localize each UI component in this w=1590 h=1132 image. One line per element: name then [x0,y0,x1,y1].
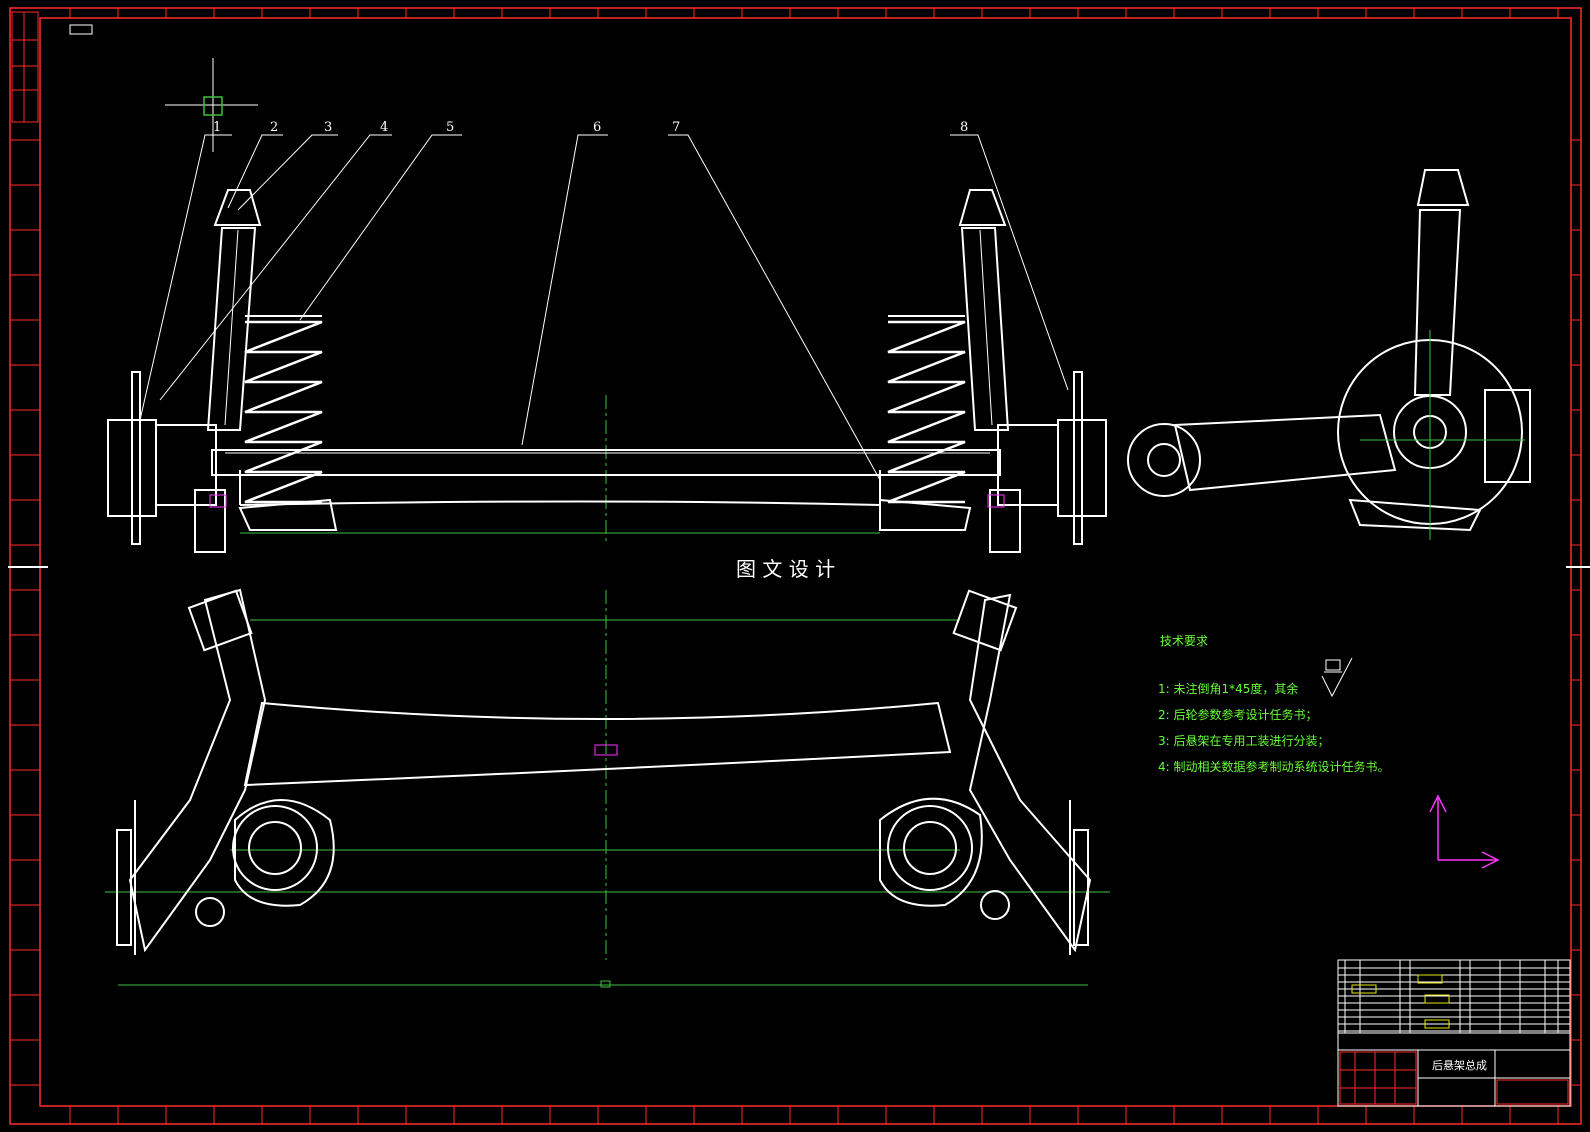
part-number-6: 6 [593,120,601,135]
part-number-7: 7 [672,120,680,135]
title-block [1337,959,1571,1107]
leader-lines [139,134,1069,481]
tech-requirement-4: 4: 制动相关数据参考制动系统设计任务书。 [1158,759,1390,774]
part-number-3: 3 [324,120,332,135]
title-block-red-grid [1339,1051,1569,1105]
tech-requirement-1: 1: 未注倒角1*45度，其余 [1158,681,1298,696]
small-label-box [69,24,93,35]
part-number-2: 2 [270,120,278,135]
tech-requirement-2: 2: 后轮参数参考设计任务书； [1158,707,1318,722]
tech-requirements-title: 技术要求 [1160,634,1208,648]
part-number-labels: 1 2 3 4 5 6 7 8 [213,120,968,135]
revision-strip [11,11,39,123]
top-view [105,588,1110,988]
watermark-text: 图 文 设 计 [736,557,835,581]
cursor-crosshair-icon [165,58,258,152]
drawing-name: 后悬架总成 [1432,1058,1487,1072]
part-number-5: 5 [446,120,454,135]
part-number-1: 1 [213,120,221,135]
ucs-axis-icon [1429,794,1500,869]
part-number-8: 8 [960,120,968,135]
tech-requirements: 技术要求 1: 未注倒角1*45度，其余 2: 后轮参数参考设计任务书； 3: … [1158,634,1390,774]
tech-requirement-3: 3: 后悬架在专用工装进行分装； [1158,733,1330,748]
front-view [107,189,1107,553]
surface-roughness-icon [1321,657,1353,698]
side-view [1127,169,1531,540]
part-number-4: 4 [380,120,388,135]
